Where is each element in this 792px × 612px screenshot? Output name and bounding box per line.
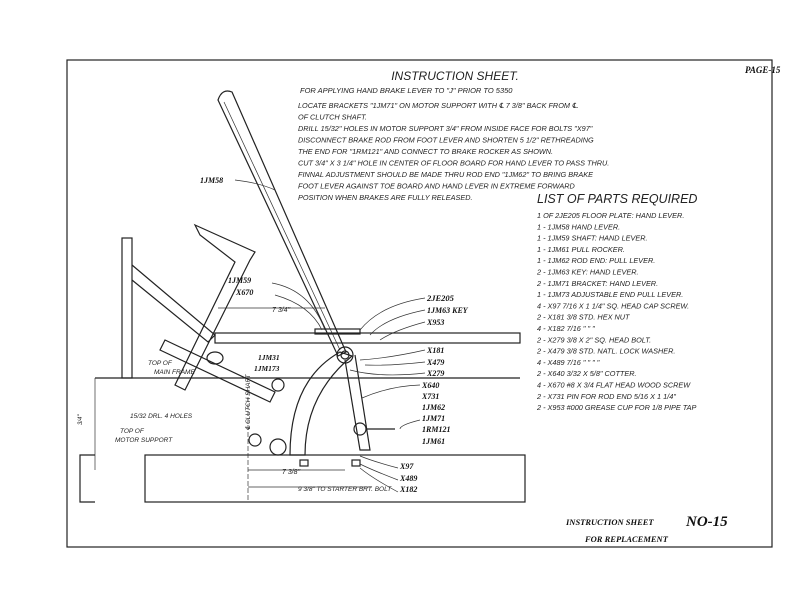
page-label: PAGE-15: [745, 65, 781, 75]
parts-list: 1 OF 2JE205 FLOOR PLATE: HAND LEVER. 1 -…: [536, 211, 697, 412]
callout-lock-washer: X489: [399, 474, 417, 483]
callout-floor-plate: 2JE205: [426, 293, 455, 303]
parts-item: 4 - X182 7/16 " " ": [537, 324, 595, 333]
hand-lever-shape: [217, 90, 347, 357]
seat-bracket: [174, 223, 256, 391]
parts-item: 2 - X731 PIN FOR ROD END 5/16 X 1 1/4": [536, 392, 676, 401]
parts-item: 1 - 1JM62 ROD END: PULL LEVER.: [537, 256, 655, 265]
parts-item: 4 - X670 #8 X 3/4 FLAT HEAD WOOD SCREW: [537, 381, 691, 390]
parts-item: 2 - 1JM63 KEY: HAND LEVER.: [536, 268, 639, 277]
sheet-subtitle: FOR APPLYING HAND BRAKE LEVER TO "J" PRI…: [300, 86, 513, 95]
note-motor-support: TOP OF: [120, 428, 145, 435]
instruction-line: THE END FOR "1RM121" AND CONNECT TO BRAK…: [298, 147, 553, 156]
note-motor-support: MOTOR SUPPORT: [115, 437, 173, 444]
motor-support: [144, 454, 526, 503]
dimension-a: 7 3/8": [282, 469, 301, 476]
instruction-line: FINNAL ADJUSTMENT SHOULD BE MADE THRU RO…: [298, 170, 593, 179]
instructions-block: LOCATE BRACKETS "1JM71" ON MOTOR SUPPORT…: [298, 101, 609, 202]
dimension-b: 9 3/8" TO STARTER BRT. BOLT: [298, 486, 392, 493]
parts-item: 1 - 1JM59 SHAFT: HAND LEVER.: [537, 234, 648, 243]
parts-item: 2 - X181 3/8 STD. HEX NUT: [536, 313, 630, 322]
callout-cap-screw: X97: [399, 462, 414, 471]
callout-shaft: 1JM59: [228, 276, 251, 285]
floor-board: [214, 332, 521, 344]
instruction-line: DISCONNECT BRAKE ROD FROM FOOT LEVER AND…: [298, 136, 594, 145]
callout-lever-b: 1JM173: [254, 364, 280, 373]
footer-sheet-number: NO-15: [685, 514, 728, 530]
note-main-frame: MAIN FRAME: [154, 369, 195, 376]
instruction-line: DRILL 15/32" HOLES IN MOTOR SUPPORT 3/4"…: [298, 124, 593, 133]
floor-plate: [314, 328, 361, 335]
callout-rod-end: 1JM62: [422, 403, 445, 412]
instruction-line: LOCATE BRACKETS "1JM71" ON MOTOR SUPPORT…: [298, 101, 579, 110]
callout-labels: 1JM58 1JM59 X670 2JE205 1JM63 KEY X953 X…: [200, 176, 469, 494]
footer: INSTRUCTION SHEET NO-15 FOR REPLACEMENT: [565, 514, 728, 544]
callout-lever-a: 1JM31: [258, 353, 280, 362]
callout-hand-lever: 1JM58: [200, 176, 223, 185]
footer-sheet-label: INSTRUCTION SHEET: [565, 517, 654, 527]
bracket-quadrant: [289, 351, 354, 456]
parts-list-title: LIST OF PARTS REQUIRED: [537, 192, 697, 206]
dimension-side: 3/4": [78, 414, 84, 425]
hand-brake-assembly: [79, 90, 526, 503]
parts-item: 1 OF 2JE205 FLOOR PLATE: HAND LEVER.: [537, 211, 684, 220]
callout-key: 1JM63 KEY: [427, 306, 469, 315]
instruction-line: POSITION WHEN BRAKES ARE FULLY RELEASED.: [298, 193, 473, 202]
callout-washer: X479: [426, 358, 444, 367]
callout-cotter: X640: [421, 381, 439, 390]
callout-hex-nut: X182: [399, 485, 417, 494]
callout-bolt: X279: [426, 369, 444, 378]
foot-lever: [159, 339, 276, 403]
instruction-line: CUT 3/4" X 3 1/4" HOLE IN CENTER OF FLOO…: [298, 159, 609, 168]
note-clutch-shaft: ℄ CLUTCH SHAFT: [245, 374, 252, 430]
parts-item: 2 - X953 #000 GREASE CUP FOR 1/8 PIPE TA…: [536, 403, 697, 412]
callout-nut: X181: [426, 346, 444, 355]
callout-grease-cup: X953: [426, 318, 444, 327]
footer-replacement: FOR REPLACEMENT: [584, 534, 669, 544]
parts-item: 2 - X279 3/8 X 2" SQ. HEAD BOLT.: [536, 335, 651, 344]
note-main-frame: TOP OF: [148, 360, 173, 367]
note-drill-holes: 15/32 DRL. 4 HOLES: [130, 413, 193, 420]
parts-item: 4 - X489 7/16 " " " ": [537, 358, 600, 367]
callout-brake-rod: 1RM121: [422, 425, 450, 434]
parts-item: 1 - 1JM73 ADJUSTABLE END PULL LEVER.: [537, 290, 683, 299]
instruction-line: OF CLUTCH SHAFT.: [298, 113, 367, 122]
parts-item: 2 - 1JM71 BRACKET: HAND LEVER.: [536, 279, 658, 288]
instruction-line: FOOT LEVER AGAINST TOE BOARD AND HAND LE…: [298, 182, 576, 191]
drawing-notes: TOP OF MAIN FRAME TOP OF MOTOR SUPPORT 1…: [78, 307, 392, 493]
parts-item: 2 - X640 3/32 X 5/8" COTTER.: [536, 369, 637, 378]
seat-riser: [121, 237, 133, 379]
sheet-border: [66, 59, 773, 548]
callout-pin: X731: [421, 392, 439, 401]
callout-bracket: 1JM71: [422, 414, 445, 423]
parts-item: 4 - X97 7/16 X 1 1/4" SQ. HEAD CAP SCREW…: [537, 301, 689, 310]
parts-item: 2 - X479 3/8 STD. NATL. LOCK WASHER.: [536, 347, 675, 356]
sheet-title: INSTRUCTION SHEET.: [391, 69, 519, 83]
callout-rocker: 1JM61: [422, 437, 445, 446]
dimension-top: 7 3/4": [272, 307, 291, 314]
parts-item: 1 - 1JM58 HAND LEVER.: [537, 222, 620, 231]
parts-item: 1 - 1JM61 PULL ROCKER.: [537, 245, 625, 254]
callout-screw: X670: [235, 288, 253, 297]
